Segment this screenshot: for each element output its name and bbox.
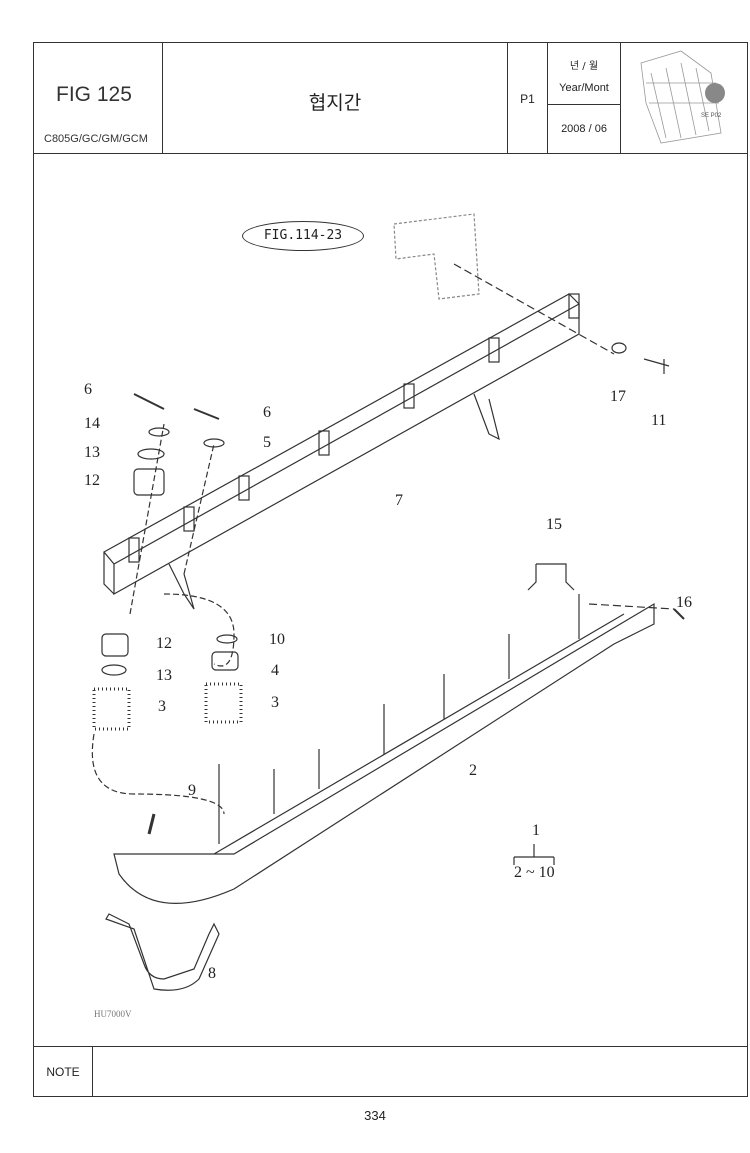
date-value: 2008 / 06 <box>561 123 607 135</box>
thumbnail-badge: SE P02 <box>701 113 722 119</box>
callout-8: 8 <box>208 965 216 982</box>
callout-10: 10 <box>269 631 285 648</box>
callout-17: 17 <box>610 388 626 405</box>
note-label: NOTE <box>34 1047 93 1097</box>
machine-thumbnail: SE P02 <box>621 43 747 153</box>
callout-6b: 6 <box>263 404 271 421</box>
header: FIG 125 C805G/GC/GM/GCM 협지간 P1 년 / 월 Yea… <box>34 43 747 154</box>
callout-3: 3 <box>158 698 166 715</box>
callout-9: 9 <box>188 782 196 799</box>
date-cell: 년 / 월 Year/Mont 2008 / 06 <box>548 43 621 153</box>
callout-16: 16 <box>676 594 692 611</box>
page-ref-cell: P1 <box>508 43 548 153</box>
title-cell: 협지간 <box>163 43 508 153</box>
model-names: C805G/GC/GM/GCM <box>44 133 148 145</box>
assembly-range: 2 ~ 10 <box>514 864 555 881</box>
drawing-code: HU7000V <box>94 1009 132 1019</box>
callout-13b: 13 <box>156 667 172 684</box>
callout-12b: 12 <box>156 635 172 652</box>
callout-3b: 3 <box>271 694 279 711</box>
callout-5: 5 <box>263 434 271 451</box>
callout-12: 12 <box>84 472 100 489</box>
callout-11: 11 <box>651 412 667 429</box>
callout-7: 7 <box>395 492 403 509</box>
note-row: NOTE <box>34 1046 747 1097</box>
callout-2: 2 <box>469 762 477 779</box>
figure-reference: FIG.114-23 <box>242 221 364 251</box>
figure-cell: FIG 125 C805G/GC/GM/GCM <box>34 43 163 153</box>
page-number: 334 <box>364 1108 386 1123</box>
callout-6: 6 <box>84 381 92 398</box>
page-title: 협지간 <box>308 92 362 114</box>
callout-14: 14 <box>84 415 100 432</box>
callout-13: 13 <box>84 444 100 461</box>
catalog-page-frame: FIG 125 C805G/GC/GM/GCM 협지간 P1 년 / 월 Yea… <box>33 42 748 1097</box>
date-label-en: Year/Mont <box>559 82 609 94</box>
exploded-view-drawing <box>91 213 685 991</box>
callout-15: 15 <box>546 516 562 533</box>
page-ref: P1 <box>520 92 535 106</box>
parts-diagram: FIG.114-23 6 14 13 12 6 5 7 17 11 15 16 … <box>34 154 747 1046</box>
date-label-ko: 년 / 월 <box>569 61 599 72</box>
callout-4: 4 <box>271 662 279 679</box>
figure-number: FIG 125 <box>56 83 132 106</box>
assembly-parent: 1 <box>532 822 540 839</box>
